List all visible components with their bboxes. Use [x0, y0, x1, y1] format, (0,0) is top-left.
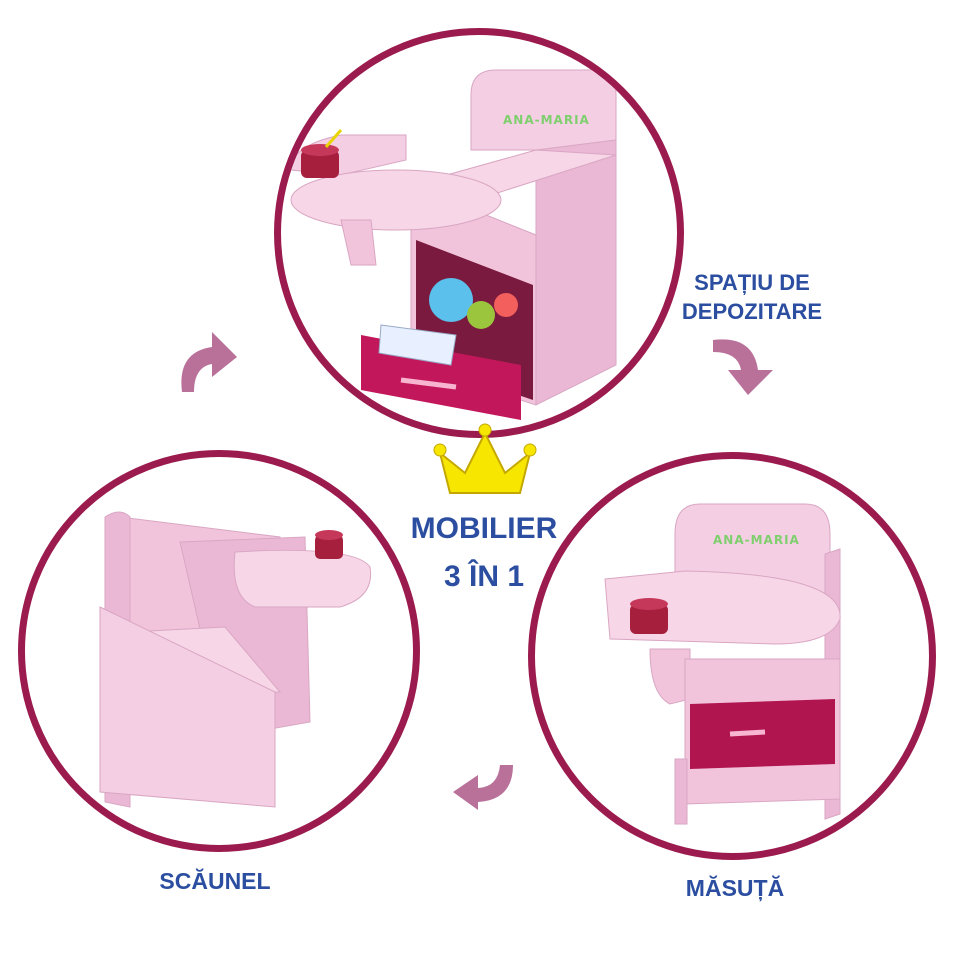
- rotate-arrow-icon: [713, 339, 773, 395]
- storage-chair-illustration: [290, 69, 617, 420]
- title-line2: 3 ÎN 1: [443, 560, 525, 593]
- name-tag: ANA-MARIA: [503, 113, 590, 127]
- title-line1: MOBILIER: [410, 512, 558, 545]
- chair-illustration: [99, 511, 372, 808]
- table-label: MĂSUȚĂ: [685, 875, 785, 901]
- storage-label-line2: DEPOZITARE: [681, 299, 823, 324]
- table-illustration: [604, 503, 841, 825]
- chair-label: SCĂUNEL: [159, 868, 271, 894]
- rotate-arrow-icon: [181, 332, 237, 392]
- page-title: MOBILIER 3 ÎN 1: [384, 505, 584, 601]
- storage-label-line1: SPAȚIU DE: [694, 270, 810, 295]
- table-circle: ANA-MARIA: [528, 452, 936, 860]
- chair-circle: [18, 450, 420, 852]
- storage-label: SPAȚIU DE DEPOZITARE: [662, 268, 842, 326]
- name-tag-table: ANA-MARIA: [713, 533, 800, 547]
- crown-icon: [433, 423, 537, 494]
- rotate-arrow-icon: [453, 765, 513, 810]
- storage-circle: ANA-MARIA: [274, 28, 684, 438]
